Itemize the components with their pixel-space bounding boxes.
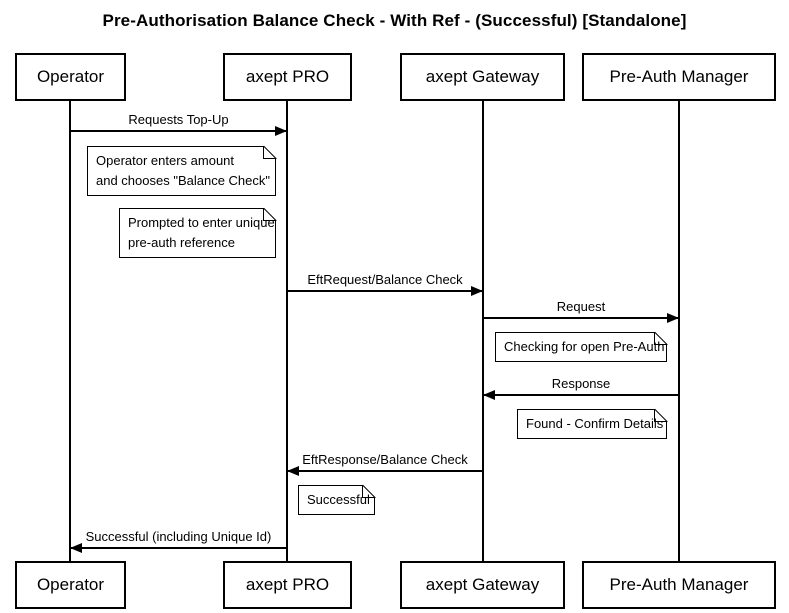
message-line	[287, 470, 483, 472]
arrow-head-right-icon	[667, 313, 679, 323]
participant-pre-auth-manager-top: Pre-Auth Manager	[582, 53, 776, 101]
note-fold-icon	[362, 485, 375, 498]
diagram-title: Pre-Authorisation Balance Check - With R…	[102, 11, 687, 30]
participant-label: Pre-Auth Manager	[609, 67, 749, 86]
note-fold-icon	[263, 208, 276, 221]
arrow-head-left-icon	[483, 390, 495, 400]
participant-label: Operator	[36, 575, 105, 594]
note-successful: Successful	[298, 485, 375, 515]
message-label: EftResponse/Balance Check	[302, 452, 468, 467]
participant-label: axept PRO	[245, 575, 330, 594]
note-text: pre-auth reference	[128, 235, 235, 250]
participant-operator-top: Operator	[15, 53, 126, 101]
note-text: Prompted to enter unique	[128, 215, 275, 230]
participant-label: Pre-Auth Manager	[609, 575, 749, 594]
note-text: and chooses "Balance Check"	[96, 173, 271, 188]
message-line	[287, 290, 483, 292]
note-text: Operator enters amount	[96, 153, 235, 168]
message-line	[483, 394, 679, 396]
participant-pre-auth-manager-bottom: Pre-Auth Manager	[582, 561, 776, 609]
arrow-head-right-icon	[471, 286, 483, 296]
participant-axept-gateway-bottom: axept Gateway	[400, 561, 565, 609]
message-label: Request	[556, 299, 606, 314]
lifeline-pre-auth-manager	[678, 101, 680, 561]
note-prompted-unique-reference: Prompted to enter unique pre-auth refere…	[119, 208, 276, 258]
lifeline-axept-gateway	[482, 101, 484, 561]
participant-axept-gateway-top: axept Gateway	[400, 53, 565, 101]
message-line	[70, 130, 287, 132]
arrow-head-left-icon	[287, 466, 299, 476]
lifeline-axept-pro	[286, 101, 288, 561]
note-operator-enters-amount: Operator enters amount and chooses "Bala…	[87, 146, 276, 196]
note-found-confirm-details: Found - Confirm Details	[517, 409, 667, 439]
note-fold-icon	[654, 332, 667, 345]
message-label: Successful (including Unique Id)	[85, 529, 272, 544]
note-text: Successful	[307, 492, 370, 507]
participant-operator-bottom: Operator	[15, 561, 126, 609]
arrow-head-right-icon	[275, 126, 287, 136]
participant-label: axept Gateway	[425, 575, 540, 594]
note-text: Checking for open Pre-Auth	[504, 339, 665, 354]
message-line	[70, 547, 287, 549]
participant-label: axept Gateway	[425, 67, 540, 86]
lifeline-operator	[69, 101, 71, 561]
message-line	[483, 317, 679, 319]
participant-label: Operator	[36, 67, 105, 86]
note-fold-icon	[654, 409, 667, 422]
message-label: Requests Top-Up	[128, 112, 229, 127]
note-text: Found - Confirm Details	[526, 416, 664, 431]
message-label: EftRequest/Balance Check	[307, 272, 463, 287]
participant-axept-pro-bottom: axept PRO	[223, 561, 352, 609]
note-checking-open-pre-auth: Checking for open Pre-Auth	[495, 332, 667, 362]
participant-axept-pro-top: axept PRO	[223, 53, 352, 101]
participant-label: axept PRO	[245, 67, 330, 86]
arrow-head-left-icon	[70, 543, 82, 553]
message-label: Response	[551, 376, 611, 391]
note-fold-icon	[263, 146, 276, 159]
